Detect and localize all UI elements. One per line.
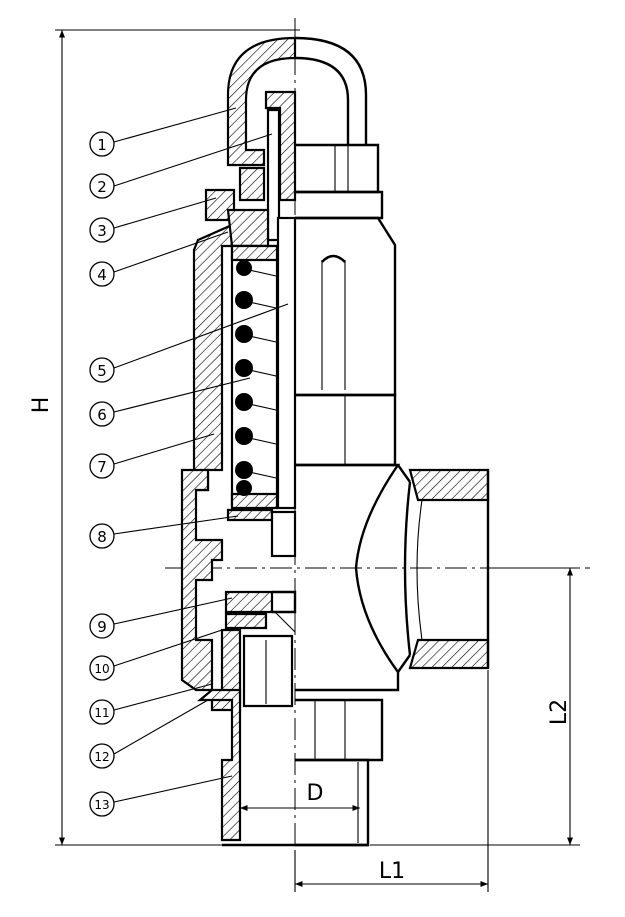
svg-text:11: 11: [94, 706, 109, 720]
dimension-lines: [55, 29, 580, 892]
callout-6: 6: [89, 401, 115, 427]
lock-nut: [204, 143, 384, 222]
callout-8: 8: [89, 523, 115, 549]
svg-text:7: 7: [97, 458, 107, 476]
callout-3: 3: [89, 217, 115, 243]
callout-11: 11: [89, 699, 115, 725]
svg-text:13: 13: [94, 798, 109, 812]
callout-2: 2: [89, 173, 115, 199]
cap: [226, 36, 368, 167]
spring: [230, 244, 286, 510]
callout-7: 7: [89, 453, 115, 479]
inlet: [196, 688, 384, 847]
callout-9: 9: [89, 613, 115, 639]
dimension-h-label: H: [29, 397, 54, 414]
svg-text:5: 5: [97, 362, 107, 380]
callout-10: 10: [89, 655, 115, 681]
callouts: 1 2 3 4 5 6 7 8 9 10 11 12 13: [89, 131, 115, 817]
callout-4: 4: [89, 261, 115, 287]
dimension-l2-label: L2: [547, 699, 572, 725]
callout-13: 13: [89, 791, 115, 817]
svg-text:10: 10: [94, 662, 109, 676]
callout-5: 5: [89, 357, 115, 383]
svg-text:6: 6: [97, 406, 107, 424]
svg-text:8: 8: [97, 528, 107, 546]
stem: [276, 216, 297, 510]
adjusting-screw: [264, 90, 297, 242]
callout-12: 12: [89, 743, 115, 769]
leader-lines: [113, 107, 289, 803]
svg-text:4: 4: [97, 266, 107, 284]
svg-text:2: 2: [97, 178, 107, 196]
dimension-d-label: D: [307, 781, 324, 806]
svg-text:12: 12: [94, 750, 109, 764]
dimension-l1-label: L1: [379, 859, 405, 884]
valve-body: [180, 463, 490, 712]
svg-text:3: 3: [97, 222, 107, 240]
callout-1: 1: [89, 131, 115, 157]
svg-text:1: 1: [97, 136, 107, 154]
svg-text:9: 9: [97, 618, 107, 636]
